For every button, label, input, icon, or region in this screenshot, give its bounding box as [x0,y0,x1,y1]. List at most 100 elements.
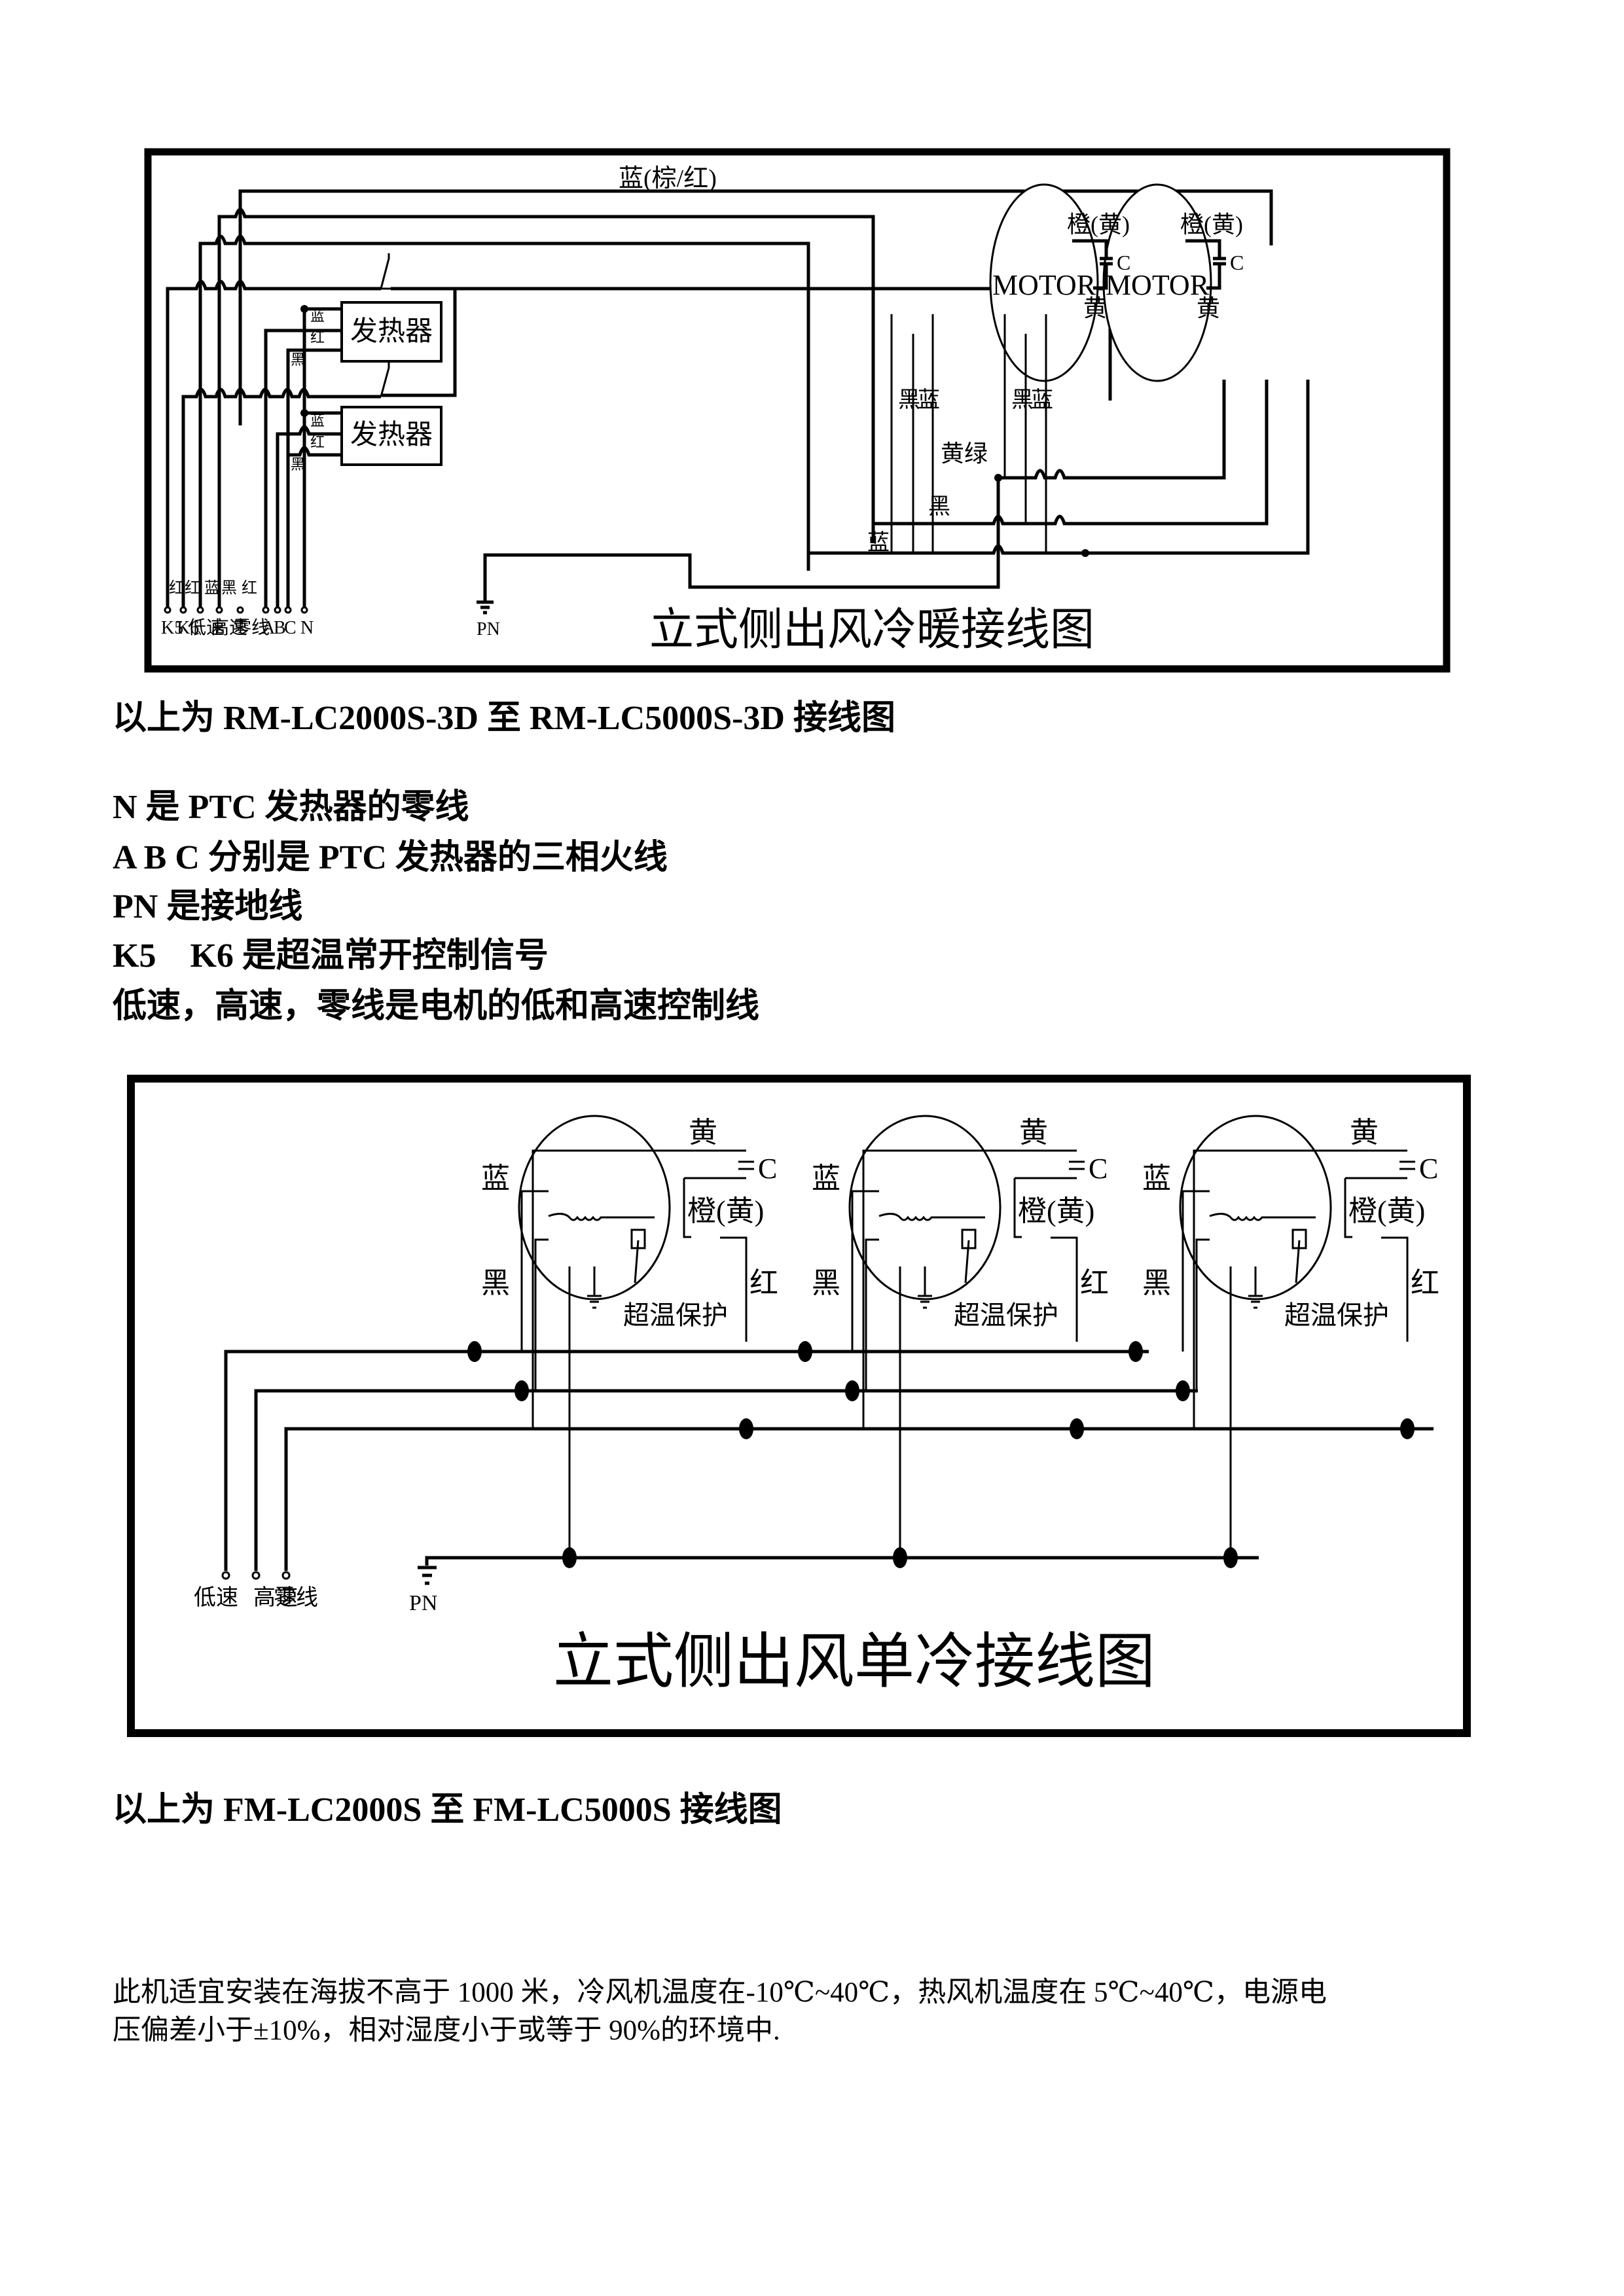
wire-2 [217,207,875,609]
heater-wire-label: 红 [310,434,325,450]
top-wire-label: 蓝(棕/红) [619,165,717,192]
terminal-wire-color: 红 [242,579,257,597]
motor-3: 黄C橙(黄)蓝黑红超温保护 [1142,1115,1439,1558]
motor-wire-label: 黑 [1011,388,1034,412]
capacitor-label: C [758,1153,777,1185]
caption-rm-models: 以上为 RM-LC2000S-3D 至 RM-LC5000S-3D 接线图 [113,700,895,737]
junction-dot [300,305,308,313]
junction-dot [1176,1380,1190,1401]
junction-dot [1128,1341,1143,1362]
wire-label-blue: 蓝 [481,1162,510,1194]
motor-2: MOTOR [1102,183,1212,382]
bus-ground-label: 黄绿 [941,440,988,467]
caption-fm-models: 以上为 FM-LC2000S 至 FM-LC5000S 接线图 [113,1791,782,1829]
ground-symbol [1248,1266,1263,1309]
ground-symbol [587,1266,602,1309]
motor-1: MOTOR [989,183,1099,382]
protector-leader [964,1240,970,1283]
terminal-label-c[interactable]: C [284,618,297,638]
junction-dot [467,1341,482,1362]
heater-wire-label: 黑 [291,456,305,473]
junction-dot [798,1341,812,1362]
bus-black-label: 黑 [928,495,950,519]
cap-wire-label: 橙(黄) [1180,211,1243,238]
motor-2: 黄C橙(黄)蓝黑红超温保护 [812,1115,1109,1558]
bus-high-speed [254,1389,1198,1571]
cooling-only-wiring-diagram: 黄C橙(黄)蓝黑红超温保护黄C橙(黄)蓝黑红超温保护黄C橙(黄)蓝黑红超温保护 … [127,1075,1471,1737]
motor-housing [518,1115,671,1300]
heater-2-label: 发热器 [350,420,433,450]
cap-wire-label: 黄 [1083,295,1107,321]
motor-wire-label: 蓝 [1031,388,1053,412]
diagram-frame [127,1075,1471,1737]
wire-black [1195,1238,1210,1391]
protector-leader [1295,1240,1301,1283]
coil-symbol [548,1213,655,1221]
motor-1-label: MOTOR [992,269,1096,301]
wire-label-black: 黑 [1142,1267,1171,1299]
wire-label-red: 红 [1411,1267,1439,1299]
terminal-label-neutral[interactable]: 零线 [233,617,270,638]
wire-k6-loop [181,387,381,609]
thermal-protection-label: 超温保护 [954,1300,1058,1330]
motor-housing [848,1115,1001,1300]
thermal-switch-top [380,253,391,290]
terminal-label-pn[interactable]: PN [409,1591,437,1615]
bus-neutral [284,1427,1434,1571]
diagram-2-title: 立式侧出风单冷接线图 [553,1628,1155,1695]
thermal-protection-label: 超温保护 [623,1300,728,1330]
terminal-label-n[interactable]: N [300,618,314,638]
terminal-label-a[interactable]: A [262,618,276,638]
capacitor-symbol [1069,1160,1085,1170]
wire-heater-a [264,329,342,609]
wire-label-red: 红 [1080,1267,1109,1299]
note-abc: A B C 分别是 PTC 发热器的三相火线 [113,839,668,876]
motor-2-label: MOTOR [1106,269,1210,301]
terminal-wire-color: 红 [169,579,185,597]
wire-blue [851,1190,879,1352]
wire-label-orange: 橙(黄) [1018,1195,1094,1227]
terminal-label-b[interactable]: B [274,618,286,638]
wire-black [865,1238,879,1391]
terminal-wire-color: 蓝 [204,579,220,597]
motor-housing [1179,1115,1332,1300]
terminal-label-high-speed[interactable]: 高速 [211,617,247,638]
terminal-label-pn[interactable]: PN [477,619,500,639]
terminal-label-k6[interactable]: K6 [177,618,199,638]
bus-black [873,380,1269,526]
terminal-label-high-speed[interactable]: 高速 [253,1585,298,1610]
wire-blue [520,1190,549,1352]
bus-blue [808,380,1310,555]
terminal-label-neutral[interactable]: 零线 [274,1585,318,1610]
capacitor-label: C [1089,1153,1108,1185]
footer-line-1: 此机适宜安装在海拔不高于 1000 米，冷风机温度在-10℃~40℃，热风机温度… [113,1977,1327,2008]
note-speed: 低速，高速，零线是电机的低和高速控制线 [113,988,760,1025]
junction-dot [1081,549,1089,557]
junction-dot [739,1418,753,1439]
heater-wire-label: 蓝 [310,412,325,429]
wire-label-red: 红 [749,1267,778,1299]
wire-label-black: 黑 [812,1267,840,1299]
wire-label-orange: 橙(黄) [687,1195,764,1227]
wire-pn [483,478,1000,602]
wire-label-orange: 橙(黄) [1348,1195,1425,1227]
heater-wire-label: 蓝 [310,308,325,324]
note-k5-k6: K5 K6 是超温常开控制信号 [113,937,549,975]
wire-label-black: 黑 [481,1267,510,1299]
terminal-label-low-speed[interactable]: 低速 [188,617,225,638]
wire-label-yellow: 黄 [1350,1117,1379,1149]
wire-blue [1182,1190,1210,1352]
thermal-switch-bottom [380,363,390,397]
terminal-label-k5[interactable]: K5 [161,618,183,638]
motor-wire-label: 黑 [898,388,920,412]
ground-symbol [918,1266,932,1309]
heater-2 [340,406,442,466]
footer-line-2: 压偏差小于±10%，相对湿度小于或等于 90%的环境中. [113,2015,780,2046]
terminal-connectors [221,1571,291,1580]
terminal-label-low-speed[interactable]: 低速 [194,1586,238,1610]
bus-ground [425,1556,1259,1566]
wire-heater-b [276,425,342,609]
bus-low-speed [224,1350,1149,1571]
wire-label-blue: 蓝 [1142,1162,1171,1194]
heater-wire-label: 红 [310,329,325,346]
